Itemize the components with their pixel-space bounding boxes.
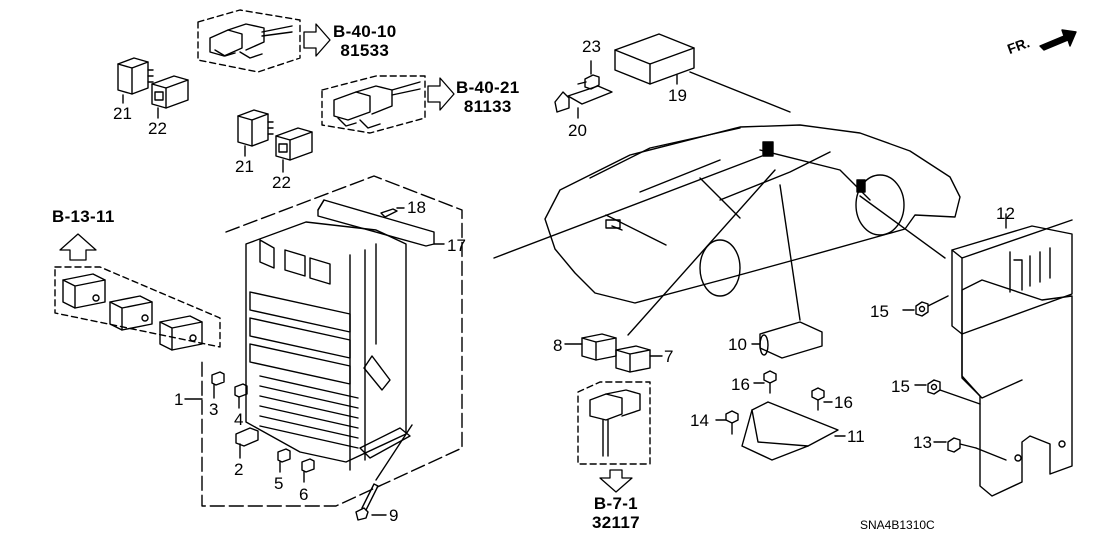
fuse-box-boundary [184,175,463,507]
callout-6: 6 [299,485,309,504]
callout-16-right: 16 [834,393,853,412]
callout-15-lower: 15 [891,377,910,396]
callout-1: 1 [174,390,184,409]
callout-12: 12 [996,204,1015,223]
arrow-up-b-13-11 [59,233,97,261]
callout-21-lower: 21 [235,157,254,176]
callout-13: 13 [913,433,932,452]
bolt-16-left [753,370,777,394]
callout-20: 20 [568,121,587,140]
bolt-9 [355,424,413,521]
connector-b-40-10 [197,9,301,73]
callout-22-upper: 22 [148,119,167,138]
bolt-13 [933,437,1007,461]
callout-4: 4 [234,410,244,429]
control-unit-19 [614,33,791,113]
mounting-bracket-12 [961,279,1073,497]
ref-b-40-21-part[interactable]: 81133 [463,97,512,116]
callout-5: 5 [274,474,284,493]
ref-b-40-10-code[interactable]: B-40-10 [333,22,397,41]
callout-15-upper: 15 [870,302,889,321]
front-direction-arrow-icon [1039,29,1077,51]
ref-b-7-1[interactable]: B-7-1 32117 [592,494,640,532]
screw-18 [380,207,405,218]
callout-16-left: 16 [731,375,750,394]
bolt-23 [577,60,600,90]
diagram-code: SNA4B1310C [860,518,935,532]
relay-22-lower [275,127,313,173]
fuse-6 [301,458,315,483]
relay-22-upper [151,75,189,119]
relay-8 [564,333,617,361]
callout-2: 2 [234,460,244,479]
connector-b-40-21 [321,75,426,134]
arrow-right-b-40-10 [303,23,331,57]
callout-10: 10 [728,335,747,354]
bolt-16-right [811,387,833,411]
ref-b-7-1-code[interactable]: B-7-1 [593,494,638,513]
bracket-20 [554,85,613,119]
sensor-10 [751,321,823,359]
bracket-11 [741,401,846,461]
car-outline [544,124,961,304]
callout-9: 9 [389,506,399,525]
ref-b-7-1-part[interactable]: 32117 [592,513,640,532]
callout-3: 3 [209,400,219,419]
fuse-3 [211,371,225,399]
callout-7: 7 [664,347,674,366]
callout-23: 23 [582,37,601,56]
bolt-14 [715,410,739,435]
callout-11: 11 [847,427,865,446]
fuse-4 [234,383,248,409]
ref-b-13-11[interactable]: B-13-11 [52,207,115,226]
control-unit-12 [951,213,1073,399]
relay-group-b-13-11 [54,266,221,351]
callout-14: 14 [690,411,709,430]
ref-b-13-11-code[interactable]: B-13-11 [52,207,115,226]
arrow-down-b-7-1 [599,469,633,493]
callout-17: 17 [447,236,466,255]
ref-b-40-21-code[interactable]: B-40-21 [456,78,520,97]
leader-lines [493,155,946,336]
nut-15-upper [902,295,949,317]
callout-8: 8 [553,336,563,355]
nut-15-lower [914,379,981,405]
relay-21-lower [237,109,274,157]
connector-b-7-1 [577,381,651,465]
fuse-2 [235,427,259,459]
callout-22-lower: 22 [272,173,291,192]
fuse-box-body [245,221,411,471]
ref-b-40-10-part[interactable]: 81533 [340,41,390,60]
relay-21-upper [117,57,154,104]
ref-b-40-21[interactable]: B-40-21 81133 [456,78,520,116]
arrow-right-b-40-21 [427,77,455,111]
fuse-5 [277,448,291,473]
fuse-box-cover-17 [317,199,445,247]
callout-18: 18 [407,198,426,217]
callout-19: 19 [668,86,687,105]
callout-21-upper: 21 [113,104,132,123]
ref-b-40-10[interactable]: B-40-10 81533 [333,22,397,60]
relay-7 [615,345,663,373]
